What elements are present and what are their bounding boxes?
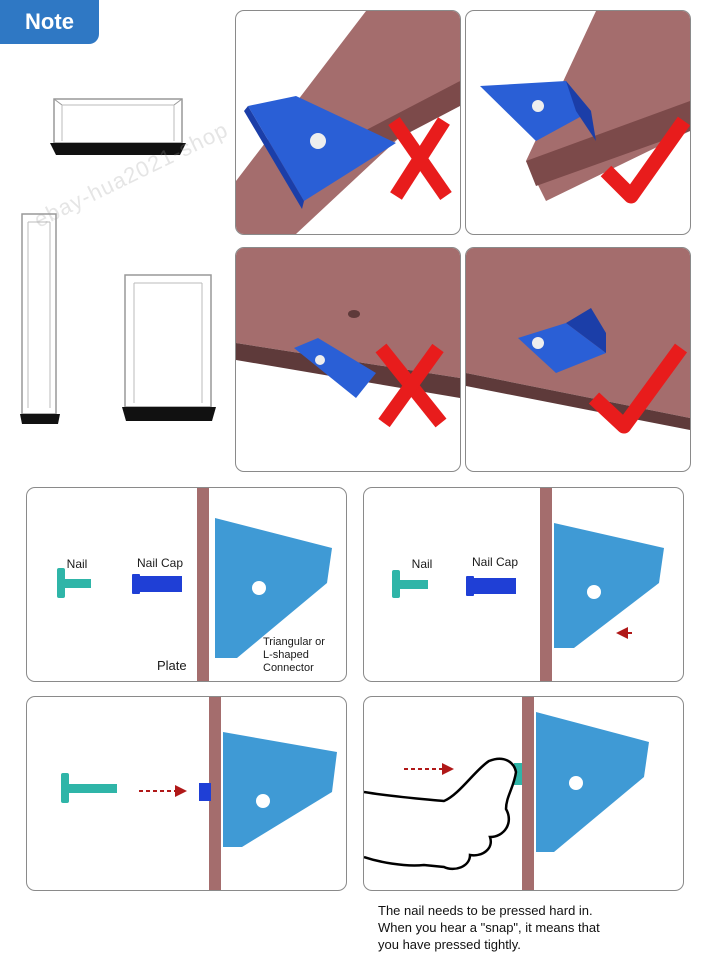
left-arrow-icon: [616, 627, 632, 639]
nail: [61, 773, 117, 803]
correct-check-icon: [600, 116, 690, 204]
l-shaped-connector: [518, 323, 606, 373]
display-case-wide: [50, 98, 186, 155]
right-arrow-icon: [404, 763, 454, 775]
triangular-connector: [554, 523, 664, 648]
step-4-panel: [363, 696, 684, 891]
nail-label: Nail: [412, 557, 433, 571]
caption: The nail needs to be pressed hard in. Wh…: [378, 902, 698, 953]
l-shaped-connector: [294, 338, 376, 398]
nail: [57, 568, 91, 598]
step-3-panel: [26, 696, 347, 891]
plate-label: Plate: [157, 658, 187, 673]
display-case-tall: [20, 213, 60, 424]
nail-cap: [466, 576, 516, 596]
display-case-medium: [122, 274, 216, 421]
connector-label-1: Triangular or: [263, 636, 325, 648]
nail: [514, 763, 522, 785]
caption-line-3: you have pressed tightly.: [378, 937, 521, 952]
connector-label-3: Connector: [263, 662, 314, 674]
nail-label: Nail: [67, 557, 88, 571]
note-badge: Note: [0, 0, 99, 44]
panel-triangle-wrong: [235, 10, 461, 235]
panel-triangle-correct: [465, 10, 691, 235]
triangular-connector: [215, 518, 332, 658]
step-1-panel: Nail Nail Cap Plate Triangular or L-shap…: [26, 487, 347, 682]
caption-line-1: The nail needs to be pressed hard in.: [378, 903, 593, 918]
connector-label-2: L-shaped: [263, 649, 309, 661]
correct-check-icon: [588, 343, 688, 434]
nail-cap: [199, 783, 211, 801]
note-label: Note: [25, 9, 74, 34]
wrong-x-icon: [388, 117, 452, 200]
nail: [392, 570, 428, 598]
wrong-x-icon: [375, 343, 447, 428]
panel-lshape-wrong: [235, 247, 461, 472]
right-arrow-icon: [139, 785, 187, 797]
nail-cap: [132, 574, 182, 594]
step-2-panel: Nail Nail Cap: [363, 487, 684, 682]
triangular-connector: [223, 732, 337, 847]
nail-cap-label: Nail Cap: [472, 555, 518, 569]
nail-cap-label: Nail Cap: [137, 556, 183, 570]
thumb-hand-icon: [364, 757, 518, 871]
caption-line-2: When you hear a "snap", it means that: [378, 920, 600, 935]
triangular-connector: [248, 96, 396, 201]
triangular-connector: [536, 712, 649, 852]
panel-lshape-correct: [465, 247, 691, 472]
